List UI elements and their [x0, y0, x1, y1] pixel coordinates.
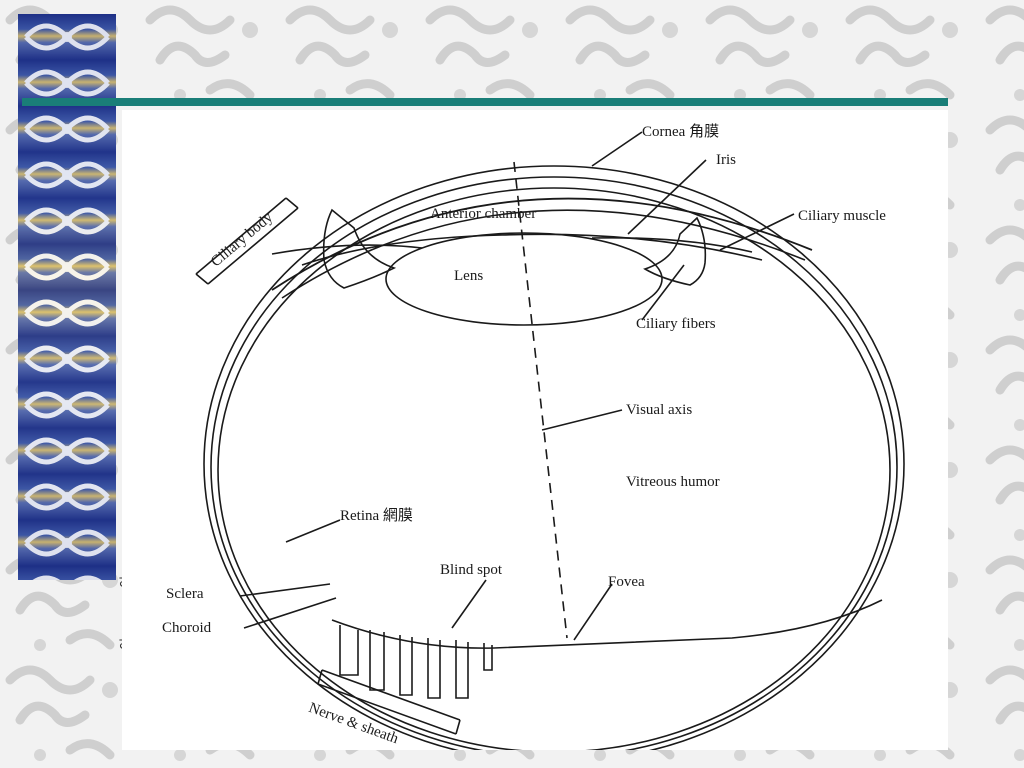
label-ciliary-fibers: Ciliary fibers — [636, 316, 716, 332]
optic-nerve — [339, 625, 493, 699]
label-cornea: Cornea 角膜 — [642, 124, 720, 140]
label-lens: Lens — [454, 268, 484, 284]
eye-diagram — [195, 131, 905, 750]
sclera-outline — [203, 165, 905, 750]
eye-diagram-panel: Cornea 角膜 Iris Anterior chamber Ciliary … — [122, 110, 948, 750]
choroid-outline — [210, 176, 898, 750]
decorative-side-banner — [18, 14, 116, 580]
label-iris: Iris — [716, 152, 736, 168]
retina-outline — [217, 187, 891, 750]
label-retina: Retina 網膜 — [340, 508, 413, 524]
label-ciliary-muscle: Ciliary muscle — [798, 208, 886, 224]
label-visual-axis: Visual axis — [626, 402, 693, 418]
label-anterior-chamber: Anterior chamber — [430, 206, 537, 222]
label-blind-spot: Blind spot — [440, 562, 503, 578]
label-vitreous-humor: Vitreous humor — [626, 474, 720, 490]
ciliary-muscle-right — [643, 216, 707, 286]
label-sclera: Sclera — [166, 586, 204, 602]
label-fovea: Fovea — [608, 574, 645, 590]
lens-shape — [385, 232, 663, 326]
cornea-shape — [271, 197, 813, 291]
label-choroid: Choroid — [162, 620, 212, 636]
ciliary-body-left — [322, 208, 397, 289]
iris-shape — [271, 236, 753, 255]
visual-axis-line — [513, 161, 568, 639]
accent-rule-bar — [22, 98, 948, 106]
